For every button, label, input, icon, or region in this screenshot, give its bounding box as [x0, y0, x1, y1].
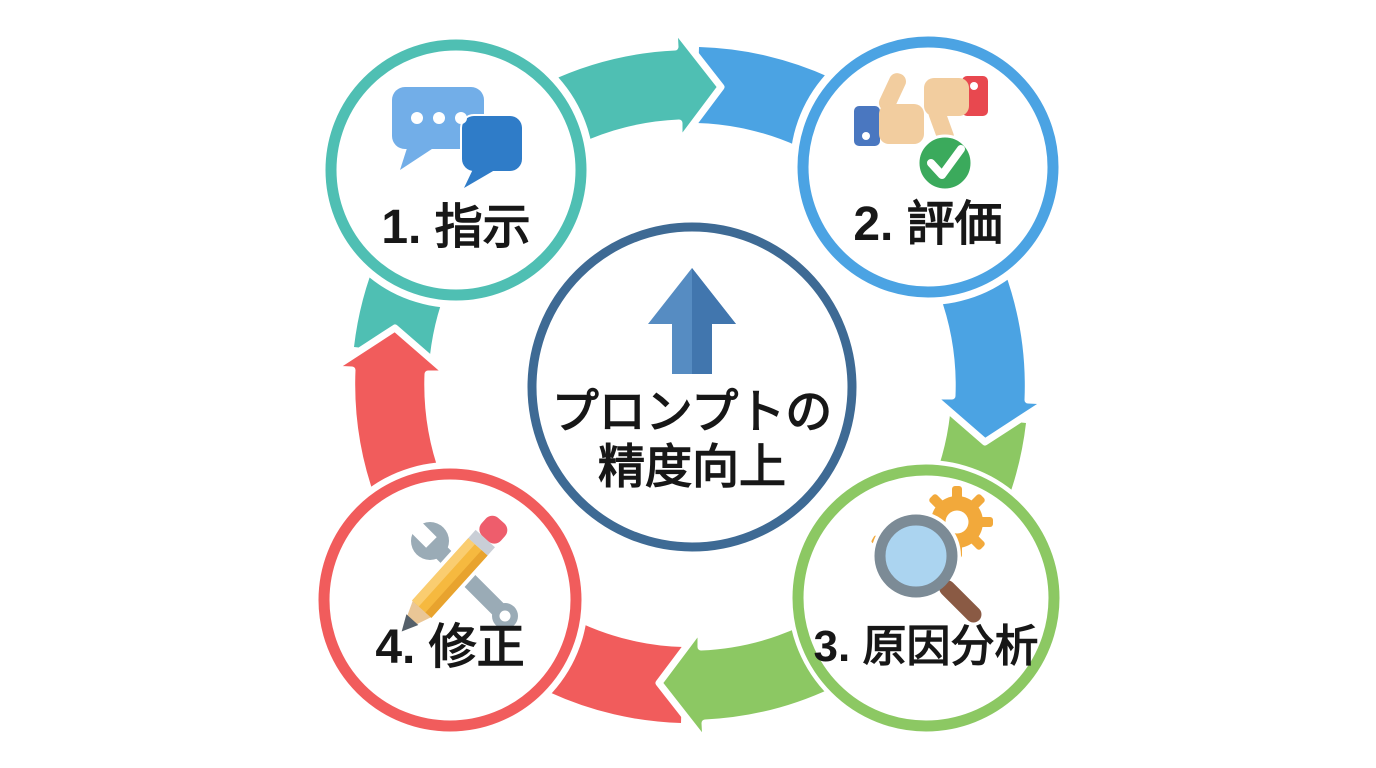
step-label-correction: 4. 修正 [375, 621, 524, 674]
bubble-dot [455, 112, 467, 124]
up-arrow-icon [648, 268, 736, 374]
step-circle-instruction [318, 32, 594, 308]
circle-ring [325, 39, 587, 301]
center-ring [527, 222, 857, 552]
center-label-line1: プロンプトの [552, 385, 833, 438]
bubble-dot [433, 112, 445, 124]
chat-bubbles-icon [390, 85, 524, 193]
magnifier-icon [871, 511, 985, 626]
wrench-pencil-icon [391, 509, 518, 641]
center-circle [527, 222, 857, 552]
thumbs-up-icon [854, 73, 924, 146]
chat-bubble-dark [459, 114, 524, 193]
check-badge-icon [916, 134, 974, 192]
thumbs-up-down-check-icon [854, 73, 988, 192]
step-label-cause-analysis: 3. 原因分析 [814, 622, 1039, 671]
center-label-line2: 精度向上 [598, 440, 786, 493]
magnifier-gear-icon [871, 486, 993, 626]
pencil-icon [391, 509, 514, 641]
step-label-evaluation: 2. 評価 [853, 198, 1002, 251]
bubble-dot [411, 112, 423, 124]
step-label-instruction: 1. 指示 [381, 201, 530, 254]
